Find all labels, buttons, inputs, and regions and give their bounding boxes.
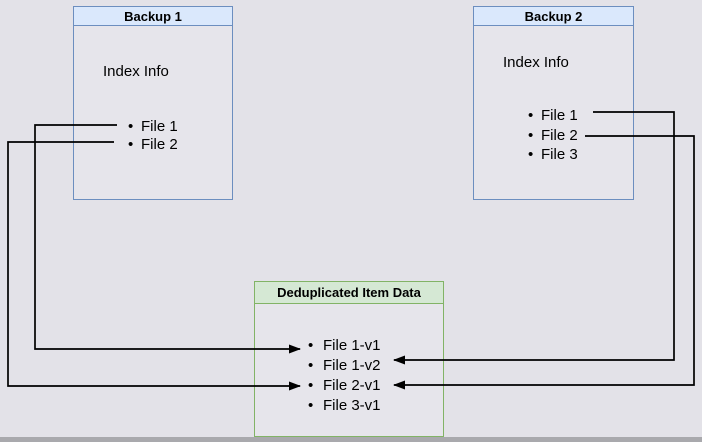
list-item: File 2 xyxy=(528,126,578,146)
deduplicated-item-data-box: Deduplicated Item Data File 1-v1 File 1-… xyxy=(254,281,444,437)
list-item: File 3-v1 xyxy=(308,396,381,416)
window-bottom-edge xyxy=(0,437,702,442)
backup2-file-list: File 1 File 2 File 3 xyxy=(528,106,578,165)
backup1-box: Backup 1 Index Info File 1 File 2 xyxy=(73,6,233,200)
list-item: File 1-v2 xyxy=(308,356,381,376)
list-item: File 2-v1 xyxy=(308,376,381,396)
list-item: File 1-v1 xyxy=(308,336,381,356)
backup1-file-list: File 1 File 2 xyxy=(128,118,178,154)
backup2-index-info-label: Index Info xyxy=(503,54,569,71)
backup1-index-info-label: Index Info xyxy=(103,63,169,80)
list-item: File 1 xyxy=(528,106,578,126)
list-item: File 1 xyxy=(128,118,178,136)
list-item: File 3 xyxy=(528,145,578,165)
deduplicated-item-data-title: Deduplicated Item Data xyxy=(255,282,443,304)
dedup-file-list: File 1-v1 File 1-v2 File 2-v1 File 3-v1 xyxy=(308,336,381,416)
backup2-box: Backup 2 Index Info File 1 File 2 File 3 xyxy=(473,6,634,200)
list-item: File 2 xyxy=(128,136,178,154)
backup2-title: Backup 2 xyxy=(474,7,633,26)
backup1-title: Backup 1 xyxy=(74,7,232,26)
